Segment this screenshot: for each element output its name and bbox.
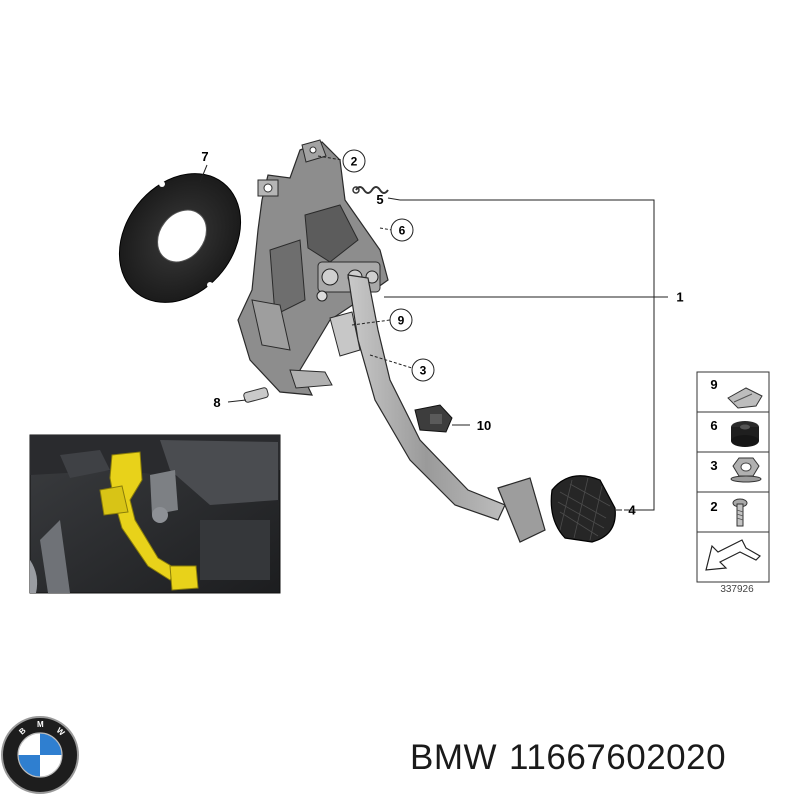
callout-4-label: 4	[628, 503, 636, 518]
callout-1-label: 1	[676, 290, 683, 305]
callout-3: 3	[411, 358, 435, 382]
callout-6: 6	[390, 218, 414, 242]
svg-text:M: M	[37, 720, 44, 729]
pedal-pad-part	[550, 475, 616, 543]
pedal-arm-part	[329, 274, 546, 543]
sensor-clip-part	[414, 404, 453, 433]
callout-10: 10	[477, 418, 491, 433]
rubber-bushing-icon	[731, 421, 759, 447]
callout-8: 8	[213, 395, 220, 410]
legend-row-9: 9	[710, 377, 763, 409]
callout-9-label: 9	[398, 314, 405, 328]
clip-icon	[727, 387, 763, 409]
legend-row-2: 2	[710, 498, 748, 527]
callout-4: 4	[628, 503, 636, 518]
callout-6-label: 6	[399, 224, 406, 238]
brand-part-caption: BMW 11667602020	[410, 738, 738, 778]
bmw-logo-icon: B M W	[1, 716, 79, 794]
pedal-bracket-part	[237, 139, 389, 396]
hex-nut-icon	[730, 457, 762, 483]
installation-photo	[29, 434, 281, 594]
callout-3-label: 3	[420, 364, 427, 378]
callout-2-label: 2	[351, 155, 358, 169]
brand-name: BMW	[410, 738, 498, 777]
callout-7: 7	[201, 149, 208, 164]
pin-part	[243, 387, 269, 403]
legend-label-3: 3	[710, 458, 717, 473]
callout-9: 9	[389, 308, 413, 332]
legend-label-9: 9	[710, 377, 717, 392]
small-parts-legend: 9 6 3 2	[696, 371, 770, 595]
svg-text:B: B	[17, 726, 27, 737]
callout-5-label: 5	[376, 192, 383, 207]
orientation-arrow-icon	[705, 539, 761, 571]
gasket-ring-part	[118, 173, 242, 303]
callout-1: 1	[676, 290, 683, 305]
legend-row-3: 3	[710, 457, 762, 483]
leader-lines	[199, 155, 668, 511]
return-spring-part	[352, 186, 389, 194]
svg-text:W: W	[55, 726, 67, 738]
callout-10-label: 10	[477, 418, 491, 433]
callout-8-label: 8	[213, 395, 220, 410]
callout-2: 2	[342, 149, 366, 173]
legend-label-6: 6	[710, 418, 717, 433]
callout-5: 5	[376, 192, 383, 207]
legend-row-6: 6	[710, 418, 759, 447]
part-number: 11667602020	[509, 738, 727, 777]
legend-label-2: 2	[710, 499, 717, 514]
diagram-ref-number: 337926	[720, 584, 754, 595]
callout-7-label: 7	[201, 149, 208, 164]
bolt-icon	[732, 498, 748, 527]
